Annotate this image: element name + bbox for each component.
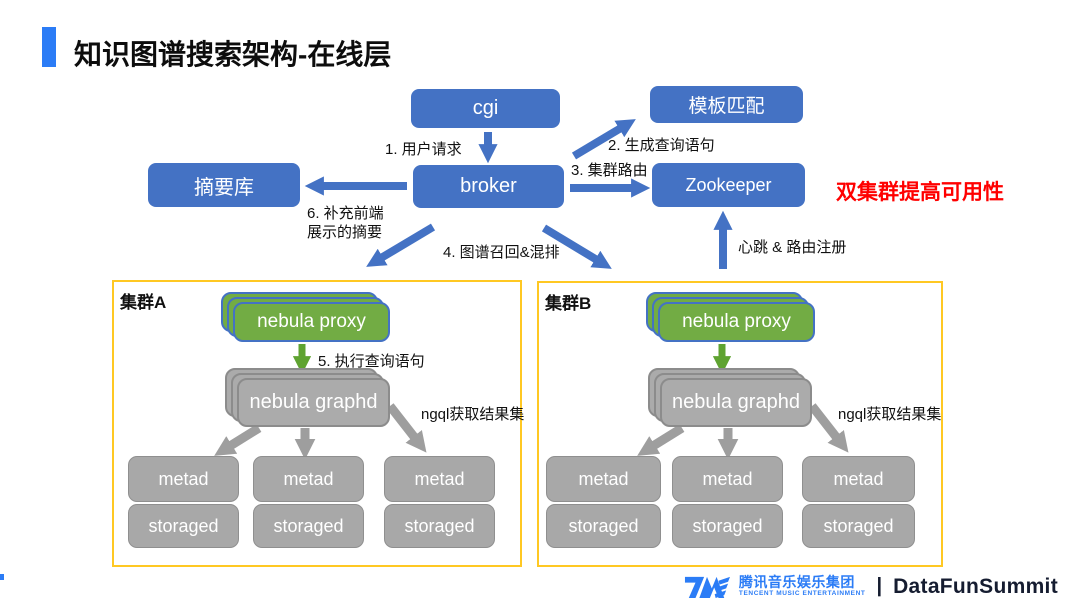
tme-chinese-name: 腾讯音乐娱乐集团 — [738, 574, 855, 591]
storaged-node-a1: storaged — [128, 504, 239, 548]
nebula-proxy-node-a: nebula proxy — [233, 302, 390, 342]
tme-english-name: TENCENT MUSIC ENTERTAINMENT — [738, 590, 866, 598]
edge-label-gen-query: 2. 生成查询语句 — [608, 137, 715, 154]
metad-node-a3: metad — [384, 456, 495, 502]
edge-label-cluster-route: 3. 集群路由 — [571, 162, 648, 179]
tme-wordmark: 腾讯音乐娱乐集团 TENCENT MUSIC ENTERTAINMENT — [739, 575, 866, 598]
tme-logo-icon — [684, 576, 730, 598]
edge-label-supplement-line1: 6. 补充前端 — [307, 205, 384, 222]
arrow-graphd-to-metad-a3 — [386, 403, 427, 453]
arrow-graphd-to-metad-b1 — [637, 424, 685, 456]
ngql-label-a: ngql获取结果集 — [421, 406, 525, 423]
edge-label-exec-query: 5. 执行查询语句 — [318, 353, 425, 370]
metad-node-b1: metad — [546, 456, 661, 502]
edge-label-supplement-line2: 展示的摘要 — [307, 224, 383, 241]
metad-node-a1: metad — [128, 456, 239, 502]
nebula-graphd-node-a: nebula graphd — [237, 378, 390, 427]
storaged-node-a3: storaged — [384, 504, 495, 548]
broker-node: broker — [413, 165, 564, 208]
title-accent-bar — [42, 27, 56, 67]
edge-label-graph-recall: 4. 图谱召回&混排 — [443, 244, 560, 261]
cluster-b-label: 集群B — [545, 294, 592, 313]
edge-label-heartbeat: 心跳 & 路由注册 — [738, 239, 847, 256]
ha-annotation: 双集群提高可用性 — [836, 181, 1004, 204]
arrow-graphd-to-metad-b3 — [808, 403, 849, 453]
cluster-b-panel — [537, 281, 943, 567]
nebula-proxy-node-b: nebula proxy — [658, 302, 815, 342]
metad-node-a2: metad — [253, 456, 364, 502]
nebula-graphd-node-b: nebula graphd — [660, 378, 812, 427]
metad-node-b2: metad — [672, 456, 783, 502]
arrow-graphd-to-metad-a1 — [214, 424, 262, 456]
page-title: 知识图谱搜索架构-在线层 — [74, 39, 392, 70]
ngql-label-b: ngql获取结果集 — [838, 403, 942, 424]
storaged-node-b2: storaged — [672, 504, 783, 548]
cluster-a-label: 集群A — [120, 293, 167, 312]
storaged-node-b1: storaged — [546, 504, 661, 548]
cgi-node: cgi — [411, 89, 560, 128]
template-match-node: 模板匹配 — [650, 86, 803, 123]
edge-label-user-request: 1. 用户请求 — [385, 141, 462, 158]
metad-node-b3: metad — [802, 456, 915, 502]
zookeeper-node: Zookeeper — [652, 163, 805, 207]
footer-separator: | — [876, 575, 883, 597]
edge-artifact — [0, 574, 4, 580]
storaged-node-a2: storaged — [253, 504, 364, 548]
summary-db-node: 摘要库 — [148, 163, 300, 207]
arrow-broker-to-template — [571, 119, 636, 160]
arrow-broker-to-cluster-b — [541, 224, 612, 269]
arrow-broker-to-cluster-a — [366, 223, 436, 267]
cluster-a-panel — [112, 280, 522, 567]
footer: 腾讯音乐娱乐集团 TENCENT MUSIC ENTERTAINMENT | D… — [684, 572, 1058, 601]
storaged-node-b3: storaged — [802, 504, 915, 548]
datafun-summit-wordmark: DataFunSummit — [893, 574, 1058, 598]
